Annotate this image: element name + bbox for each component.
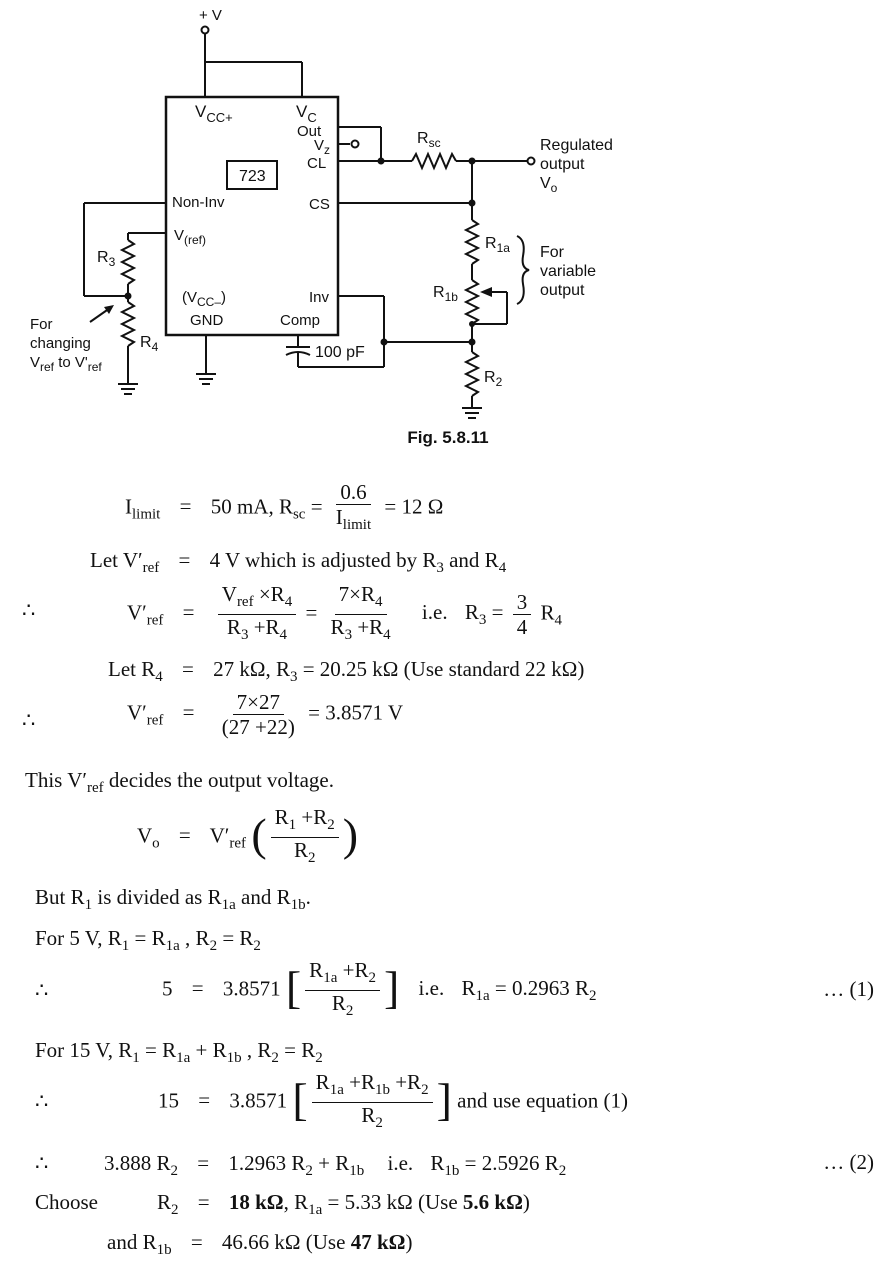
changing-note-1: For — [30, 316, 53, 333]
therefore-5: ∴ — [35, 1151, 49, 1175]
svg-text:(VCC–): (VCC–) — [182, 289, 226, 309]
eq-number-1: … (1) — [823, 977, 874, 1001]
para-r1-divided: But R1 is divided as R1a and R1b. — [35, 885, 311, 913]
supply-label: + V — [199, 7, 222, 24]
eq-vref-value: V′ref = 7×27(27 +22) = 3.8571 V — [127, 690, 403, 739]
choose-label: Choose — [35, 1190, 98, 1214]
svg-text:V(ref): V(ref) — [174, 227, 206, 247]
eq-let-vref: Let V′ref = 4 V which is adjusted by R3 … — [90, 548, 507, 576]
svg-text:Vo: Vo — [540, 175, 558, 195]
para-for5: For 5 V, R1 = R1a , R2 = R2 — [35, 926, 261, 954]
svg-text:Rsc: Rsc — [417, 130, 441, 150]
pin-inv: Inv — [309, 289, 330, 306]
therefore-3: ∴ — [35, 978, 49, 1002]
svg-text:R2: R2 — [484, 369, 503, 389]
pin-cl: CL — [307, 155, 326, 172]
changing-note-2: changing — [30, 335, 91, 352]
pin-out: Out — [297, 123, 322, 140]
eq-number-2: … (2) — [823, 1150, 874, 1174]
therefore-1: ∴ — [22, 598, 36, 622]
svg-text:VC: VC — [296, 102, 317, 125]
capacitor-label: 100 pF — [315, 344, 365, 361]
variable-note-3: output — [540, 282, 585, 299]
svg-text:R3: R3 — [97, 249, 116, 269]
output-label-2: output — [540, 156, 585, 173]
svg-text:Vref to V'ref: Vref to V'ref — [30, 354, 102, 374]
pin-noninv: Non-Inv — [172, 194, 225, 211]
eq-let-r4: Let R4 = 27 kΩ, R3 = 20.25 kΩ (Use stand… — [108, 657, 585, 685]
svg-text:VCC+: VCC+ — [195, 102, 233, 125]
eq-choose: R2 = 18 kΩ, R1a = 5.33 kΩ (Use 5.6 kΩ) — [157, 1190, 530, 1218]
pin-gnd: GND — [190, 312, 224, 329]
svg-text:R1b: R1b — [433, 284, 458, 304]
ic-name: 723 — [239, 168, 266, 185]
pin-comp: Comp — [280, 312, 320, 329]
svg-text:R1a: R1a — [485, 235, 510, 255]
variable-note-2: variable — [540, 263, 596, 280]
para-vref: This V′ref decides the output voltage. — [25, 768, 334, 796]
variable-note-1: For — [540, 244, 565, 261]
pin-cs: CS — [309, 196, 330, 213]
eq-2: 3.888 R2 = 1.2963 R2 + R1b i.e. R1b = 2.… — [104, 1151, 567, 1179]
output-label-1: Regulated — [540, 137, 613, 154]
svg-text:R4: R4 — [140, 334, 159, 354]
figure-caption: Fig. 5.8.11 — [407, 428, 489, 447]
eq-r1b: and R1b = 46.66 kΩ (Use 47 kΩ) — [107, 1230, 413, 1258]
svg-text:Vz: Vz — [314, 137, 330, 157]
para-for15: For 15 V, R1 = R1a + R1b , R2 = R2 — [35, 1038, 323, 1066]
therefore-4: ∴ — [35, 1089, 49, 1113]
circuit-diagram: + V VCC+ VC Out Vz CL 723 CS Non-Inv V(r… — [30, 7, 613, 419]
therefore-2: ∴ — [22, 708, 36, 732]
